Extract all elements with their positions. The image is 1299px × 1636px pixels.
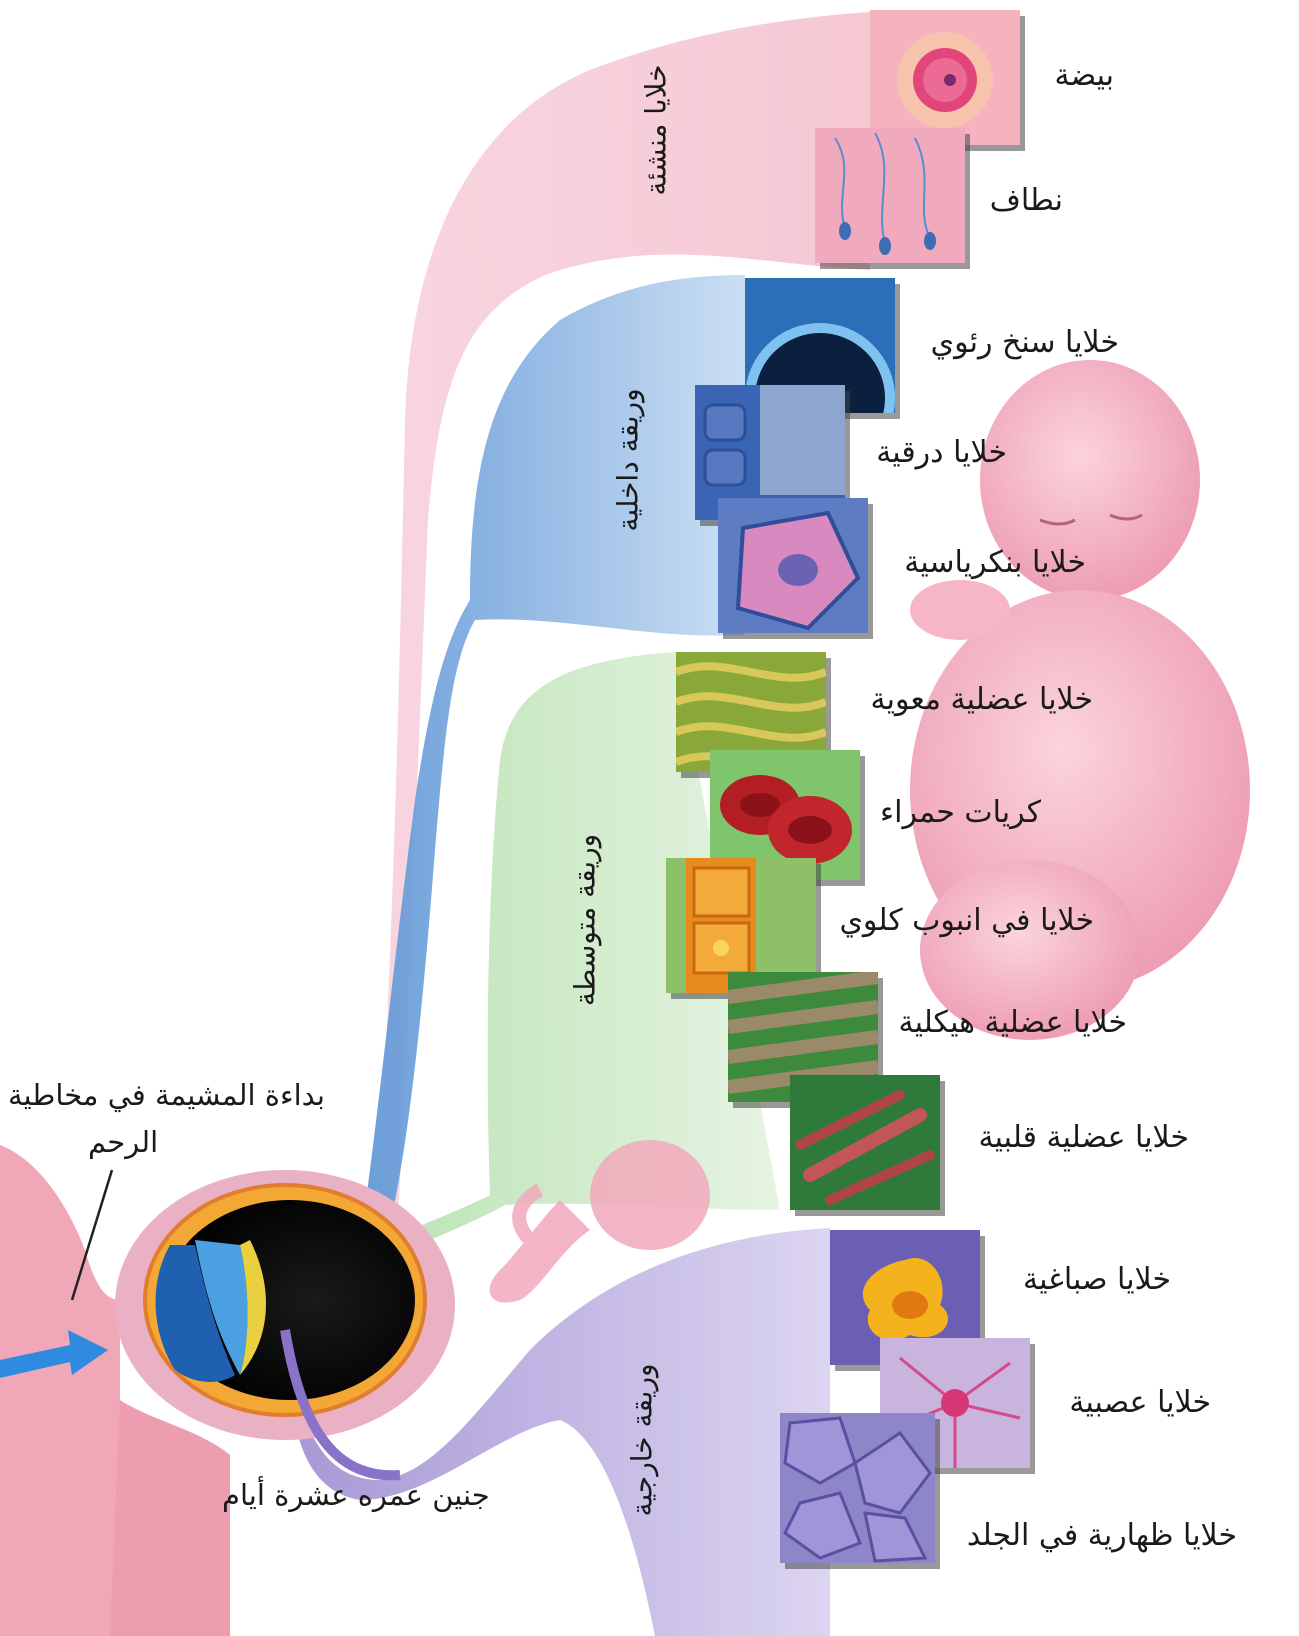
pigment-cells-label: خلايا صباغية — [1023, 1262, 1171, 1297]
mesoderm-ribbon — [258, 652, 780, 1300]
skin-epithelial-cells-label: خلايا ظهارية في الجلد — [966, 1518, 1237, 1553]
blastocyst — [115, 1170, 455, 1440]
cardiac-muscle-cells-label: خلايا عضلية قلبية — [978, 1120, 1189, 1155]
intestinal-muscle-cells-label: خلايا عضلية معوية — [870, 682, 1093, 717]
cardiac-muscle-cells-image — [790, 1075, 940, 1210]
skeletal-muscle-cells-label: خلايا عضلية هيكلية — [898, 1005, 1127, 1040]
uterine-wall — [0, 1145, 120, 1636]
pancreatic-cells-label: خلايا بنكرياسية — [904, 545, 1086, 580]
red-blood-cells-label: كريات حمراء — [880, 795, 1041, 830]
nerve-cells-label: خلايا عصبية — [1069, 1385, 1211, 1420]
thyroid-cells-image — [695, 385, 845, 520]
egg-cell-image — [870, 10, 1020, 145]
sperm-label: نطاف — [989, 183, 1063, 218]
ectoderm-group-label: وريقة خارجية — [625, 1363, 659, 1517]
kidney-tubule-cells-label: خلايا في انبوب كلوي — [839, 903, 1094, 938]
pancreatic-cells-image — [718, 498, 868, 633]
small-fetus-illustration — [489, 1140, 710, 1303]
placenta-annotation-line1: بداءة المشيمة في مخاطية — [8, 1078, 325, 1112]
endoderm-ribbon — [362, 275, 745, 1245]
lung-alveolar-cells-label: خلايا سنخ رئوي — [930, 325, 1119, 360]
mesoderm-group-label: وريقة متوسطة — [568, 833, 602, 1007]
endoderm-group-label: وريقة داخلية — [611, 388, 645, 532]
egg-label: بيضة — [1054, 58, 1114, 93]
kidney-tubule-cells-image — [666, 858, 816, 993]
thyroid-cells-label: خلايا درقية — [876, 435, 1007, 470]
germ-cells-group-label: خلايا منشئة — [639, 64, 673, 196]
sperm-cells-image — [815, 128, 965, 263]
arrow-icon — [0, 1330, 108, 1378]
fetus-illustration — [910, 360, 1250, 1040]
skin-epithelial-cells-image — [780, 1413, 935, 1563]
ectoderm-ribbon — [289, 1228, 830, 1636]
ten-day-embryo-label: جنين عمره عشرة أيام — [222, 1478, 490, 1512]
placenta-annotation-line2: الرحم — [88, 1125, 159, 1159]
